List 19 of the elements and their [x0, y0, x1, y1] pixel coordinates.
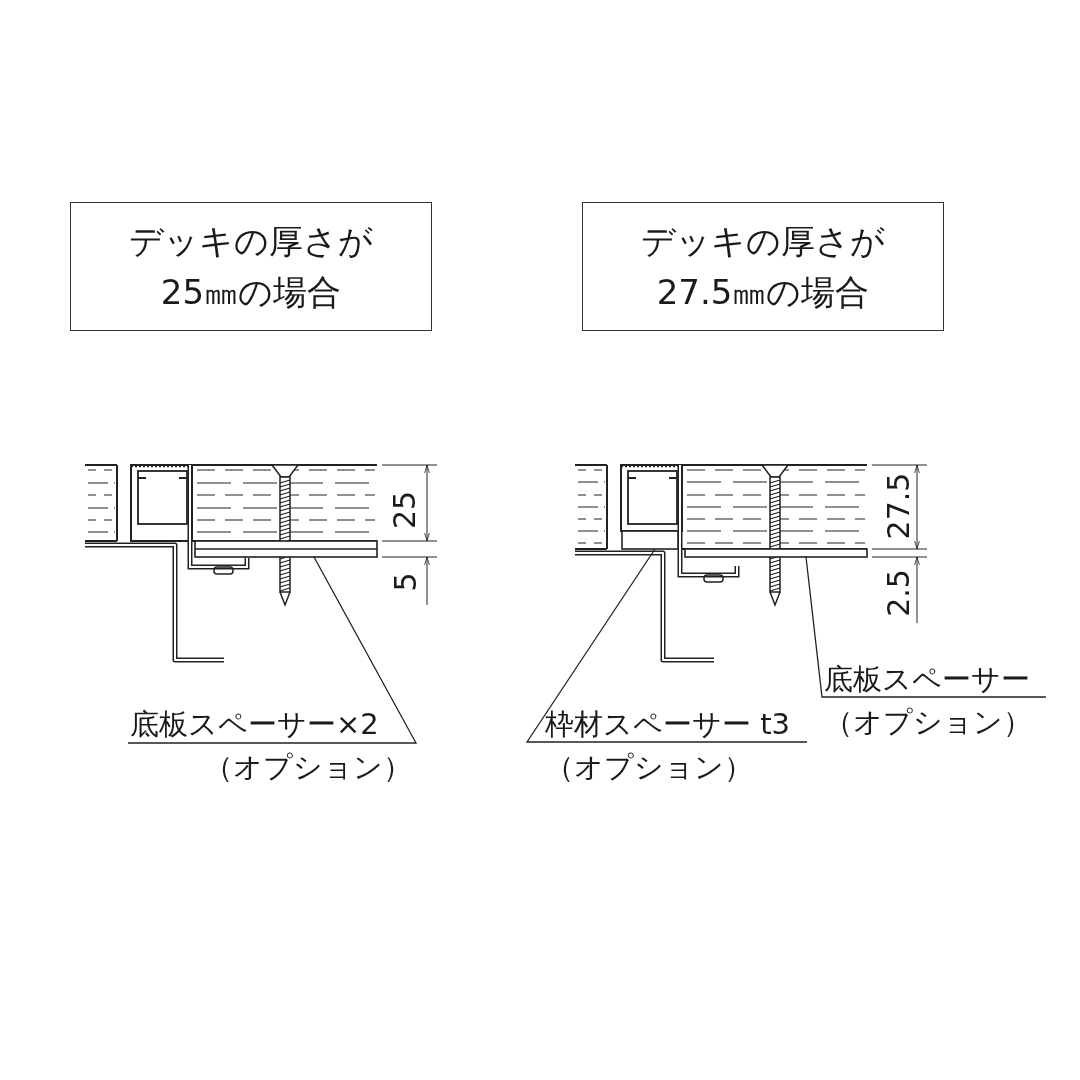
callout-text: 底板スペーサー: [824, 662, 1031, 697]
callout-text: 枠材スペーサー t3: [545, 707, 792, 742]
leader-line: [127, 556, 418, 744]
option-note: （オプション）: [204, 748, 413, 785]
spacer-plate: [684, 548, 868, 558]
heading-text: デッキの厚さが25㎜の場合: [128, 219, 374, 314]
leader-line: [805, 556, 1047, 698]
title-box: [582, 202, 944, 331]
dimension-label: 5: [390, 572, 421, 592]
title-box: [70, 202, 432, 331]
heading-text: デッキの厚さが27.5㎜の場合: [640, 219, 886, 314]
dimension-label: 27.5: [883, 472, 914, 540]
callout-text: 底板スペーサー×2: [130, 707, 380, 742]
option-note: （オプション）: [824, 703, 1033, 740]
dimension-label: 2.5: [883, 569, 914, 617]
dimension-label: 25: [390, 490, 421, 530]
leader-line: [525, 548, 808, 743]
option-note: （オプション）: [545, 748, 754, 785]
spacer-plate: [621, 530, 679, 550]
